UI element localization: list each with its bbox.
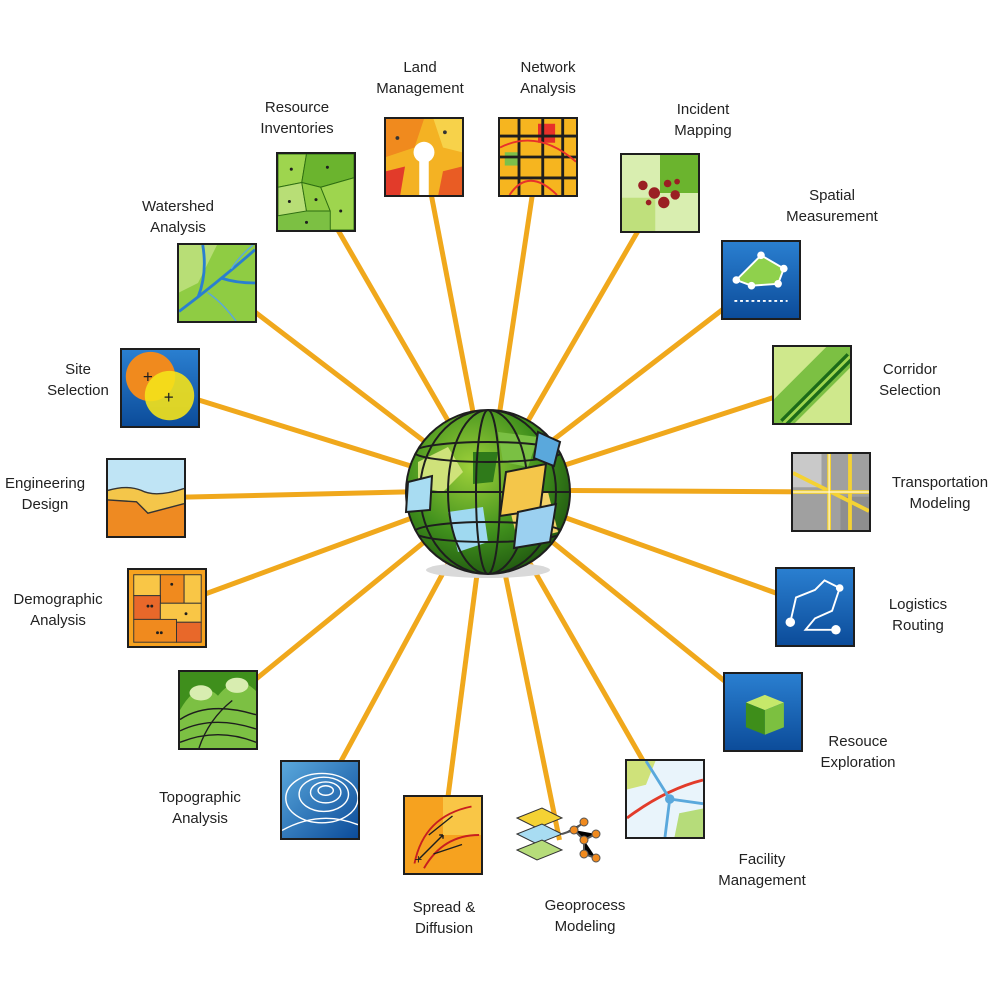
facility-management-tile xyxy=(625,759,705,839)
topographic-analysis-label-line: Topographic xyxy=(159,789,241,806)
overlay-circles-icon: ++ xyxy=(122,350,198,426)
corridor-selection-label-line: Corridor xyxy=(882,361,938,378)
logistics-routing-label-line: Logistics xyxy=(888,596,948,613)
site-selection-label-line: Selection xyxy=(47,382,109,399)
terrain-3d-icon xyxy=(180,672,256,748)
logistics-routing-tile xyxy=(775,567,855,647)
route-path-icon xyxy=(777,569,853,645)
parcel-points-icon xyxy=(278,154,354,230)
topographic-analysis-tile xyxy=(178,670,258,750)
spatial-measurement-label-line: Spatial xyxy=(809,187,855,204)
site-selection-label-line: Site xyxy=(65,361,91,378)
incident-mapping-label-line: Incident xyxy=(676,101,730,118)
spread-diffusion-label-line: Diffusion xyxy=(414,920,474,937)
globe-hub xyxy=(404,409,571,578)
incident-mapping-tile xyxy=(620,153,700,233)
transportation-modeling-label-line: Transportation xyxy=(891,474,989,491)
network-analysis-tile xyxy=(498,117,578,197)
land-management-tile xyxy=(384,117,464,197)
spatial-measurement-label-line: Measurement xyxy=(786,208,878,225)
facility-management-label-line: Facility xyxy=(738,851,786,868)
stream-network-icon xyxy=(179,245,255,321)
resource-inventories-label-line: Inventories xyxy=(260,120,334,137)
svg-text:+: + xyxy=(143,367,153,386)
watershed-analysis-label-line: Analysis xyxy=(150,219,206,236)
demographic-analysis-label-line: Demographic xyxy=(13,591,103,608)
contour-lines-icon xyxy=(282,762,358,838)
resource-inventories-tile xyxy=(276,152,356,232)
geoprocess-modeling-label-line: Modeling xyxy=(554,918,616,935)
spatial-measurement-tile xyxy=(721,240,801,320)
engineering-design-tile xyxy=(106,458,186,538)
geoprocess-modeling-label-line: Geoprocess xyxy=(544,897,626,914)
incident-mapping-label-line: Mapping xyxy=(674,122,732,139)
demographic-analysis-label-line: Analysis xyxy=(30,612,86,629)
street-grid-icon xyxy=(500,119,576,195)
land-management-label-line: Land xyxy=(403,59,437,76)
corridor-band-icon xyxy=(774,347,850,423)
resouce-exploration-label-line: Resouce xyxy=(828,733,888,750)
topographic-analysis-label-line: Analysis xyxy=(172,810,228,827)
topographic-analysis-contours-tile xyxy=(280,760,360,840)
facility-management-label-line: Management xyxy=(718,872,806,889)
facility-map-icon xyxy=(627,761,703,837)
polygon-measure-icon xyxy=(723,242,799,318)
spread-diffusion-label: Spread & Diffusion xyxy=(413,897,476,939)
transportation-modeling-label-line: Modeling xyxy=(909,495,971,512)
site-selection-tile: ++ xyxy=(120,348,200,428)
geoprocess-modeling-tile xyxy=(512,800,607,880)
resouce-exploration-tile xyxy=(723,672,803,752)
network-analysis-label-line: Analysis xyxy=(520,80,576,97)
watershed-analysis-tile xyxy=(177,243,257,323)
demographic-analysis-tile xyxy=(127,568,207,648)
cross-section-icon xyxy=(108,460,184,536)
watershed-analysis-label-line: Watershed xyxy=(142,198,214,215)
transportation-modeling-tile xyxy=(791,452,871,532)
spread-diffusion-tile: + xyxy=(403,795,483,875)
layer-stack-icon xyxy=(515,807,601,863)
keyhole-map-icon xyxy=(386,119,462,195)
svg-text:+: + xyxy=(164,388,174,407)
census-blocks-icon xyxy=(129,570,205,646)
network-analysis-label-line: Network xyxy=(520,59,576,76)
land-management-label-line: Management xyxy=(376,80,464,97)
corridor-selection-tile xyxy=(772,345,852,425)
logistics-routing-label-line: Routing xyxy=(892,617,944,634)
svg-text:+: + xyxy=(415,852,423,867)
flow-vectors-icon: + xyxy=(405,797,481,873)
engineering-design-label-line: Engineering xyxy=(4,475,86,492)
resouce-exploration-label-line: Exploration xyxy=(820,754,896,771)
engineering-design-label-line: Design xyxy=(21,496,69,513)
resource-inventories-label-line: Resource xyxy=(264,99,330,116)
road-network-icon xyxy=(793,454,869,530)
corridor-selection-label-line: Selection xyxy=(879,382,941,399)
green-cube-icon xyxy=(725,674,801,750)
spread-diffusion-label-line: Spread & xyxy=(412,899,476,916)
incident-dots-icon xyxy=(622,155,698,231)
